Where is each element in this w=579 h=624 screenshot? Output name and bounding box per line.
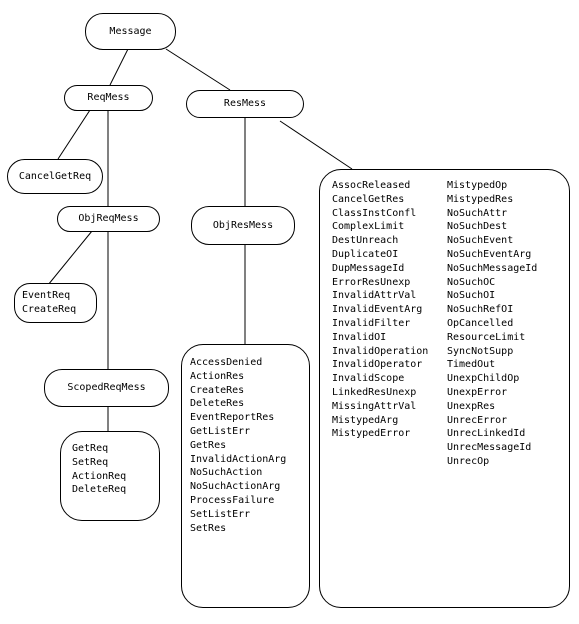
res-list-item: InvalidScope xyxy=(332,373,405,385)
res-list-item: MistypedRes xyxy=(447,193,514,205)
obj-res-list-item: NoSuchAction xyxy=(190,467,263,479)
edge-reqmess-cancelgetreq xyxy=(57,109,91,160)
res-list-item: TimedOut xyxy=(447,359,496,371)
obj-req-list-item: CreateReq xyxy=(22,303,77,315)
scoped-req-list-item: ActionReq xyxy=(72,470,127,482)
res-list-item: OpCancelled xyxy=(447,317,514,329)
node-objresmess: ObjResMess xyxy=(191,206,295,245)
res-list-item: InvalidFilter xyxy=(332,317,411,329)
obj-req-list-item: EventReq xyxy=(22,290,71,301)
node-cancelgetreq: CancelGetReq xyxy=(7,159,103,194)
edge-resmess-reslist xyxy=(279,120,353,170)
res-list-item: NoSuchAttr xyxy=(447,207,508,219)
obj-res-list-item: SetListErr xyxy=(190,508,251,520)
edge-message-reqmess xyxy=(109,48,129,86)
node-scopedreqmess: ScopedReqMess xyxy=(44,369,169,407)
res-list-item: InvalidOperator xyxy=(332,359,423,371)
res-list-item: MistypedArg xyxy=(332,414,399,426)
res-list-item: InvalidOI xyxy=(332,331,387,343)
edge-objreqmess-eventreq xyxy=(47,230,93,286)
res-list-item: CancelGetRes xyxy=(332,193,405,205)
obj-res-list-item: GetRes xyxy=(190,439,227,451)
obj-res-list-item: SetRes xyxy=(190,522,227,534)
obj-res-list-item: ActionRes xyxy=(190,370,245,382)
res-list-item: NoSuchDest xyxy=(447,221,508,233)
res-list-item: UnrecOp xyxy=(447,455,490,467)
res-list-item: SyncNotSupp xyxy=(447,345,514,357)
scoped-req-list-item: DeleteReq xyxy=(72,484,127,496)
res-list-item: LinkedResUnexp xyxy=(332,386,417,398)
res-list-item: InvalidAttrVal xyxy=(332,290,417,302)
res-list-item: NoSuchEvent xyxy=(447,235,514,247)
obj-res-list-item: EventReportRes xyxy=(190,412,275,424)
res-list-item: ClassInstConfl xyxy=(332,207,417,219)
res-list-item: UnrecError xyxy=(447,414,508,426)
res-list-item: DestUnreach xyxy=(332,235,399,247)
obj-res-list-item: DeleteRes xyxy=(190,398,245,410)
obj-res-list-item: NoSuchActionArg xyxy=(190,481,281,493)
node-resmess: ResMess xyxy=(186,90,304,118)
node-objreqmess: ObjReqMess xyxy=(57,206,160,232)
res-list-item: AssocReleased xyxy=(332,180,411,191)
node-reqmess: ReqMess xyxy=(64,85,153,111)
res-list-item: UnexpChildOp xyxy=(447,373,520,385)
res-list-item: MistypedError xyxy=(332,428,411,440)
res-list-item: NoSuchMessageId xyxy=(447,262,538,274)
obj-res-list-item: InvalidActionArg xyxy=(190,453,287,465)
res-list-item: MistypedOp xyxy=(447,180,508,191)
res-list-item: DupMessageId xyxy=(332,262,405,274)
res-list-item: NoSuchOI xyxy=(447,290,496,302)
res-list-item: InvalidEventArg xyxy=(332,304,423,316)
res-list-item: UnexpError xyxy=(447,386,508,398)
obj-res-list-item: ProcessFailure xyxy=(190,494,275,506)
edge-message-resmess xyxy=(165,48,231,91)
res-list-item: UnexpRes xyxy=(447,400,496,412)
res-list-item: UnrecMessageId xyxy=(447,442,532,454)
scoped-req-list-item: SetReq xyxy=(72,456,109,468)
obj-res-list-item: CreateRes xyxy=(190,384,245,396)
res-list-item: UnrecLinkedId xyxy=(447,428,526,440)
res-list-item: InvalidOperation xyxy=(332,345,429,357)
res-list-item: ResourceLimit xyxy=(447,331,526,343)
res-list-item: ComplexLimit xyxy=(332,221,405,233)
res-list-item: NoSuchOC xyxy=(447,276,496,288)
scoped-req-list-item: GetReq xyxy=(72,443,109,454)
obj-res-list-item: AccessDenied xyxy=(190,357,263,368)
res-list-item: MissingAttrVal xyxy=(332,400,417,412)
res-list-item: ErrorResUnexp xyxy=(332,276,411,288)
res-list-item: NoSuchEventArg xyxy=(447,248,532,260)
obj-res-list-item: GetListErr xyxy=(190,425,251,437)
res-list-item: DuplicateOI xyxy=(332,248,399,260)
node-message: Message xyxy=(85,13,176,50)
res-list-item: NoSuchRefOI xyxy=(447,304,514,316)
